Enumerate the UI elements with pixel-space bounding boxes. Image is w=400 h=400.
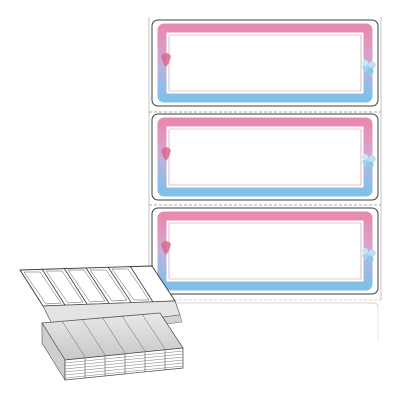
label-1: [152, 20, 378, 106]
liner-fade: [149, 299, 381, 340]
fanfold-stack-illustration: [19, 265, 184, 382]
stack-top-sheet: [19, 265, 176, 307]
liner-edges: [148, 17, 382, 300]
label-3: [152, 208, 378, 294]
label-2: [152, 114, 378, 200]
stack-block: [41, 312, 184, 382]
